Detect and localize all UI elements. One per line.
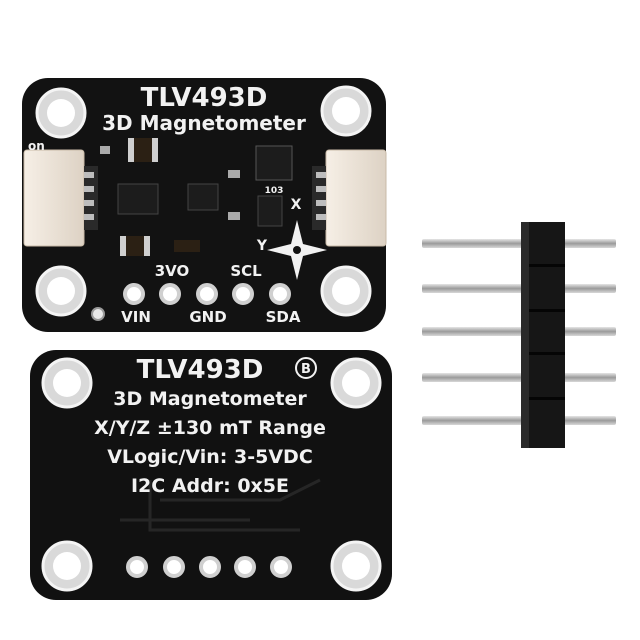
front-subtitle: 3D Magnetometer <box>102 111 306 135</box>
pin-label-vin: VIN <box>121 308 151 326</box>
back-line-1: 3D Magnetometer <box>113 388 307 410</box>
front-pin-pads <box>123 283 291 305</box>
back-mounting-holes <box>41 357 382 592</box>
axis-y-label: Y <box>256 238 268 254</box>
front-board: TLV493D 3D Magnetometer on 103 X Y 3VO S… <box>22 78 387 332</box>
back-traces <box>120 478 321 532</box>
back-pcb <box>30 350 392 600</box>
pin-header <box>422 222 616 448</box>
pin-label-3vo: 3VO <box>155 262 190 280</box>
back-pin-pads <box>126 556 292 578</box>
back-line-3: VLogic/Vin: 3-5VDC <box>107 446 313 468</box>
compass-star-icon <box>267 220 327 280</box>
left-stemma-connector <box>23 149 98 247</box>
back-board: TLV493D B 3D Magnetometer X/Y/Z ±130 mT … <box>30 350 392 600</box>
back-line-4: I2C Addr: 0x5E <box>131 475 289 497</box>
front-mounting-holes <box>35 85 372 317</box>
axis-x-label: X <box>291 197 302 213</box>
front-title: TLV493D <box>141 83 268 113</box>
pin-label-scl: SCL <box>230 262 262 280</box>
registered-mark-letter: B <box>301 362 311 377</box>
back-title: TLV493D <box>137 355 264 385</box>
back-line-2: X/Y/Z ±130 mT Range <box>94 417 326 439</box>
pin-label-gnd: GND <box>189 308 226 326</box>
registered-mark-icon: B <box>295 357 317 379</box>
chip-marking: 103 <box>265 186 284 196</box>
switch-label: on <box>28 139 45 153</box>
header-pins <box>422 239 616 425</box>
header-plastic <box>521 222 565 448</box>
right-stemma-connector <box>312 149 387 247</box>
pin-label-sda: SDA <box>266 308 301 326</box>
smd-components <box>100 138 293 256</box>
